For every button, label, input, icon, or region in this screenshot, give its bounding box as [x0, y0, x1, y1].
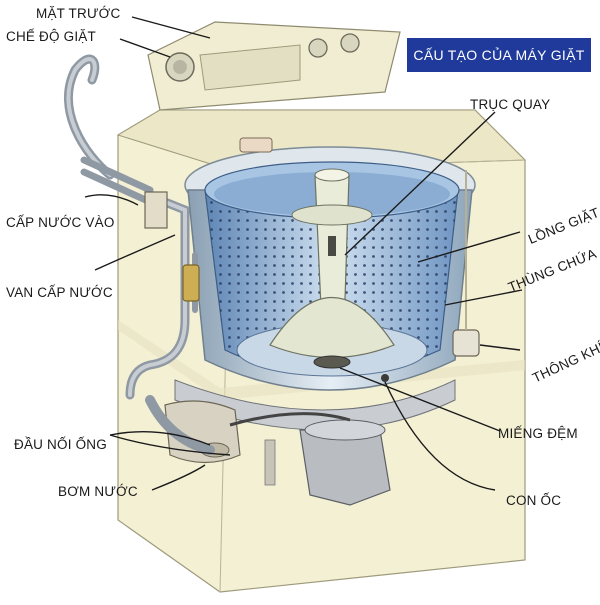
label-water-pump: BƠM NƯỚC	[58, 484, 138, 499]
label-wash-mode: CHẾ ĐỘ GIẶT	[6, 29, 96, 44]
lid-switch-icon	[239, 137, 273, 153]
air-vent-icon	[452, 329, 480, 357]
water-valve-icon	[182, 264, 200, 302]
knob-icon	[340, 33, 360, 53]
label-spin-shaft: TRỤC QUAY	[470, 97, 551, 112]
label-inlet-valve: VAN CẤP NƯỚC	[6, 285, 113, 300]
hoses	[64, 54, 215, 455]
control-panel	[147, 21, 401, 111]
knob-icon	[308, 38, 328, 58]
label-gasket: MIẾNG ĐỆM	[498, 426, 578, 441]
motor-base	[164, 379, 456, 506]
nut-icon	[381, 374, 389, 382]
leader-lines	[84, 16, 523, 491]
label-nut: CON ỐC	[506, 493, 562, 508]
label-hose-connector: ĐẦU NỐI ỐNG	[14, 437, 107, 452]
agitator-shaft	[269, 168, 395, 369]
label-front-panel: MẶT TRƯỚC	[36, 6, 121, 21]
diagram-title: CẤU TẠO CỦA MÁY GIẶT	[407, 38, 591, 72]
inlet-valve-icon	[144, 191, 168, 229]
label-water-inlet: CẤP NƯỚC VÀO	[6, 215, 115, 230]
